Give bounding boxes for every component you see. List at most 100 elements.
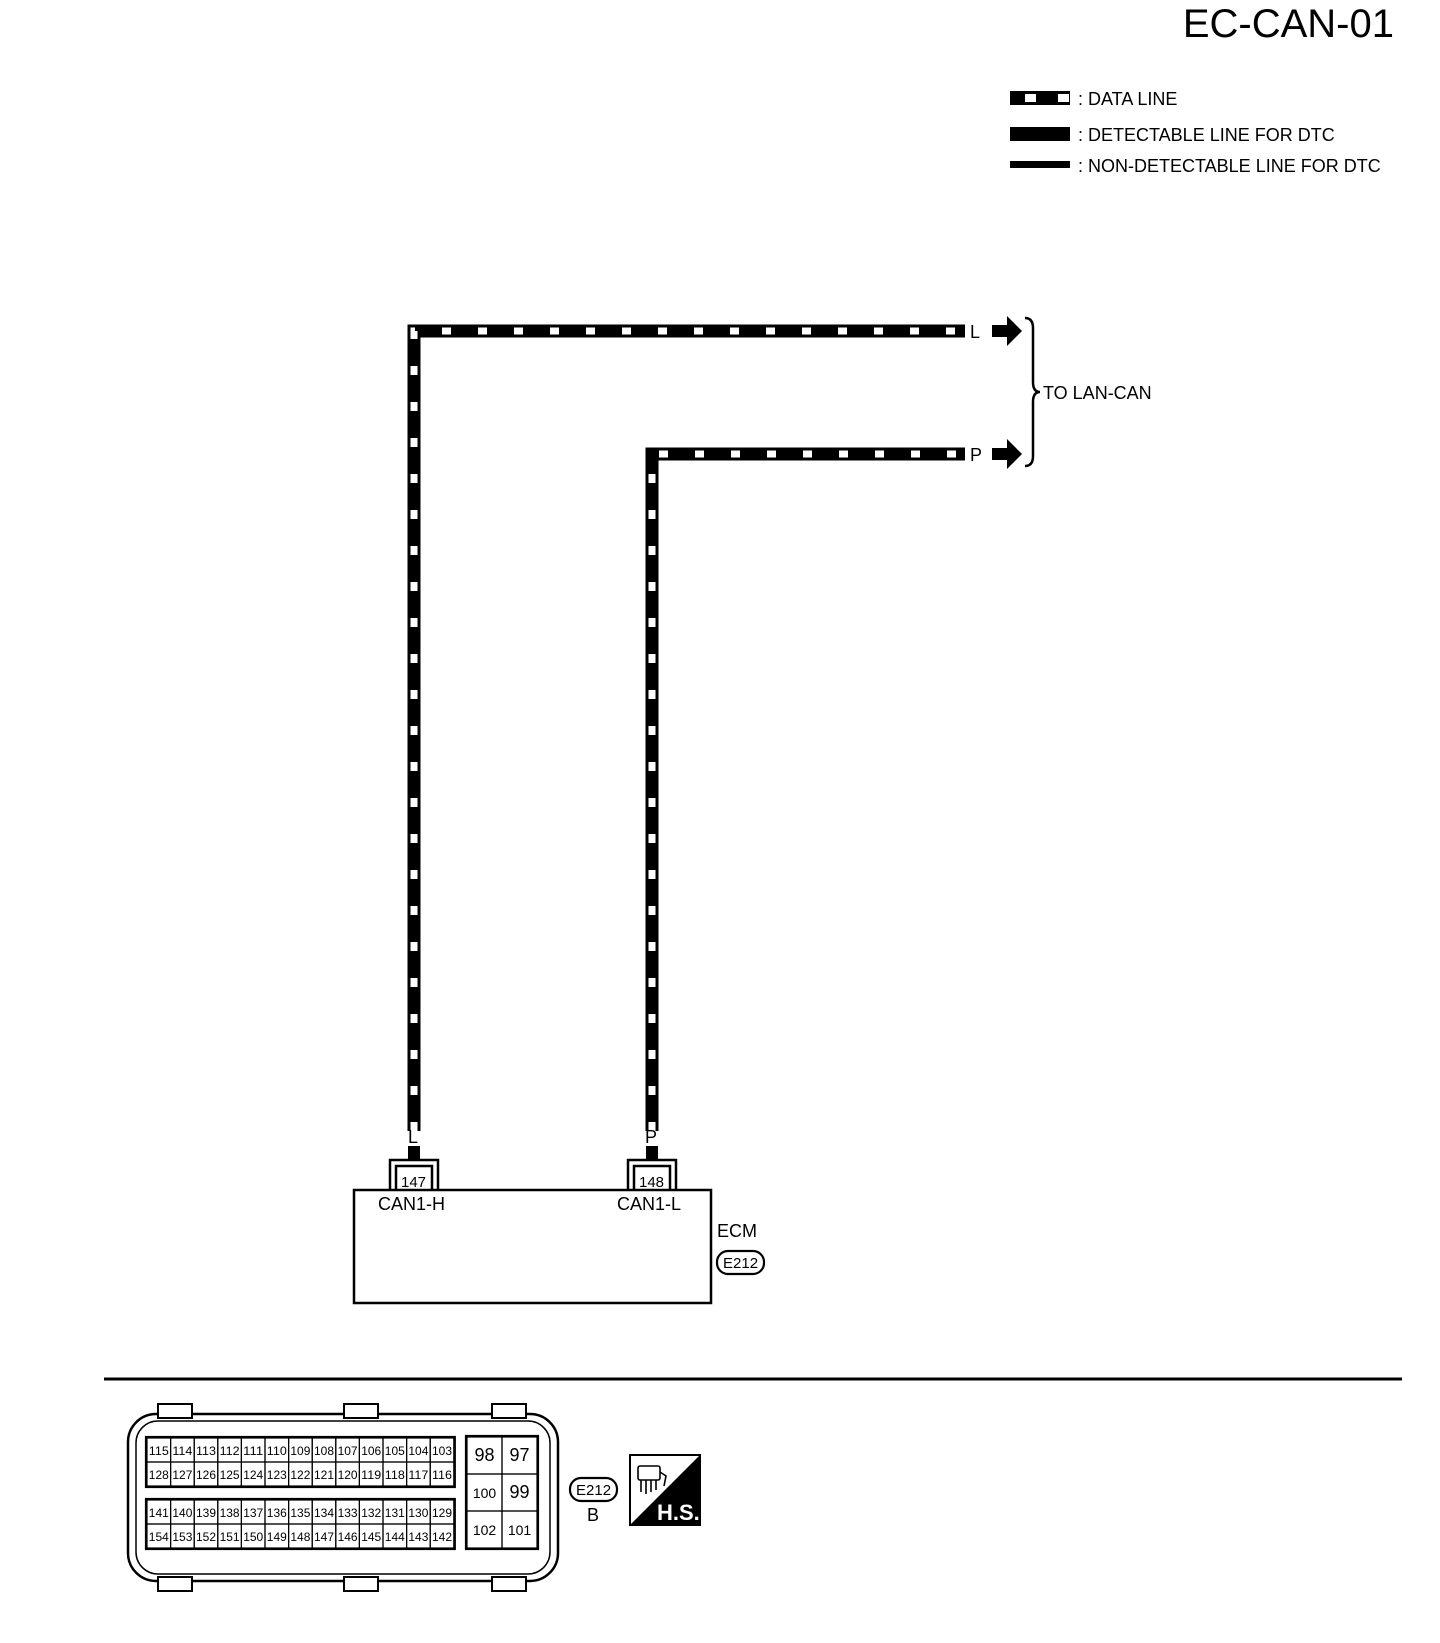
terminal-number: 122 (290, 1468, 310, 1482)
terminal-number: 136 (267, 1506, 287, 1520)
terminal-cell: 139 (193, 1499, 219, 1525)
terminal-number: 118 (385, 1468, 405, 1482)
terminal-cell: 108 (311, 1437, 337, 1463)
terminal-number: 151 (220, 1530, 240, 1544)
terminal-cell: 110 (264, 1437, 290, 1463)
terminal-cell: 147 (311, 1523, 337, 1549)
pin-147: 147 (388, 1146, 440, 1191)
terminal-cell: 117 (406, 1461, 431, 1487)
terminal-number: 138 (220, 1506, 240, 1520)
terminal-number: 100 (473, 1485, 497, 1501)
terminal-number: 120 (338, 1468, 358, 1482)
terminal-cell: 128 (146, 1461, 172, 1487)
terminal-number: 132 (361, 1506, 381, 1520)
terminal-number: 116 (432, 1468, 452, 1482)
terminal-number: 145 (361, 1530, 381, 1544)
terminal-number: 104 (408, 1444, 428, 1458)
terminal-block-upper (144, 1435, 456, 1489)
terminal-number: 153 (172, 1530, 192, 1544)
terminal-number: 101 (508, 1522, 532, 1538)
terminal-cell: 146 (335, 1523, 360, 1549)
terminal-cell: 131 (382, 1499, 408, 1525)
terminal-number: 149 (267, 1530, 287, 1544)
ecm-name: ECM (717, 1221, 757, 1241)
terminal-cell: 109 (288, 1437, 313, 1463)
legend-detectable-line-label: : DETECTABLE LINE FOR DTC (1078, 125, 1335, 145)
terminal-number: 105 (385, 1444, 405, 1458)
harness-side-icon-text: H.S. (657, 1500, 700, 1525)
terminal-number: 128 (149, 1468, 169, 1482)
ecm-connector-id: E212 (723, 1255, 758, 1272)
terminal-number: 121 (314, 1468, 334, 1482)
terminal-cell: 129 (429, 1499, 455, 1525)
terminal-number: 142 (432, 1530, 452, 1544)
legend-data-line-swatch (1010, 91, 1070, 105)
pin-148: 148 (626, 1146, 678, 1191)
legend-nondetectable-line-swatch (1010, 161, 1070, 168)
page-title: EC-CAN-01 (1182, 2, 1394, 46)
pin-148-name: CAN1-L (617, 1194, 681, 1214)
terminal-cell: 142 (429, 1523, 455, 1549)
terminal-cell: 105 (382, 1437, 408, 1463)
terminal-cell: 149 (264, 1523, 290, 1549)
terminal-cell: 148 (288, 1523, 313, 1549)
terminal-cell: 97 (501, 1436, 538, 1475)
terminal-cell: 102 (466, 1510, 503, 1549)
terminal-cell: 127 (170, 1461, 195, 1487)
terminal-cell: 140 (170, 1499, 195, 1525)
terminal-cell: 118 (382, 1461, 408, 1487)
terminal-number: 107 (338, 1444, 358, 1458)
terminal-cell: 112 (217, 1437, 243, 1463)
terminal-block-lower (144, 1497, 456, 1551)
terminal-cell: 122 (288, 1461, 313, 1487)
wire-can-h-end-label: L (970, 322, 980, 342)
terminal-cell: 114 (170, 1437, 195, 1463)
terminal-number: 133 (338, 1506, 358, 1520)
terminal-cell: 111 (240, 1437, 266, 1463)
terminal-number: 141 (149, 1506, 169, 1520)
terminal-cell: 138 (217, 1499, 243, 1525)
terminal-number: 137 (243, 1506, 263, 1520)
terminal-number: 115 (149, 1444, 169, 1458)
terminal-cell: 135 (288, 1499, 313, 1525)
terminal-cell: 152 (193, 1523, 219, 1549)
destination-label: TO LAN-CAN (1043, 383, 1152, 403)
terminal-number: 146 (338, 1530, 358, 1544)
wire-can-h-arrow-icon (992, 316, 1022, 346)
terminal-cell: 121 (311, 1461, 337, 1487)
terminal-number: 125 (220, 1468, 240, 1482)
pin-147-number: 147 (401, 1174, 426, 1191)
lan-can-brace: TO LAN-CAN (1024, 316, 1152, 468)
terminal-cell: 103 (429, 1437, 455, 1463)
terminal-number: 99 (509, 1482, 529, 1502)
terminal-number: 98 (474, 1445, 494, 1465)
terminal-number: 113 (196, 1444, 216, 1458)
terminal-number: 119 (361, 1468, 381, 1482)
terminal-number: 117 (408, 1468, 428, 1482)
wire-can-l-color-label: P (645, 1127, 657, 1147)
terminal-cell: 151 (217, 1523, 243, 1549)
terminal-number: 103 (432, 1444, 452, 1458)
wire-can-l-arrow-icon (992, 439, 1022, 469)
terminal-cell: 115 (146, 1437, 172, 1463)
terminal-number: 114 (172, 1444, 192, 1458)
connector-id-badge (568, 1476, 619, 1503)
terminal-number: 124 (243, 1468, 263, 1482)
terminal-number: 147 (314, 1530, 334, 1544)
terminal-number: 139 (196, 1506, 216, 1520)
terminal-cell: 116 (429, 1461, 455, 1487)
terminal-number: 143 (408, 1530, 428, 1544)
terminal-number: 112 (220, 1444, 240, 1458)
terminal-cell: 119 (358, 1461, 384, 1487)
connector-id: E212 (576, 1482, 611, 1499)
terminal-cell: 134 (311, 1499, 337, 1525)
terminal-number: 102 (473, 1522, 497, 1538)
terminal-number: 144 (385, 1530, 405, 1544)
terminal-cell: 101 (501, 1510, 538, 1549)
ecm-connector-badge (715, 1249, 766, 1276)
terminal-number: 110 (267, 1444, 287, 1458)
terminal-number: 130 (408, 1506, 428, 1520)
terminal-cell: 130 (406, 1499, 431, 1525)
